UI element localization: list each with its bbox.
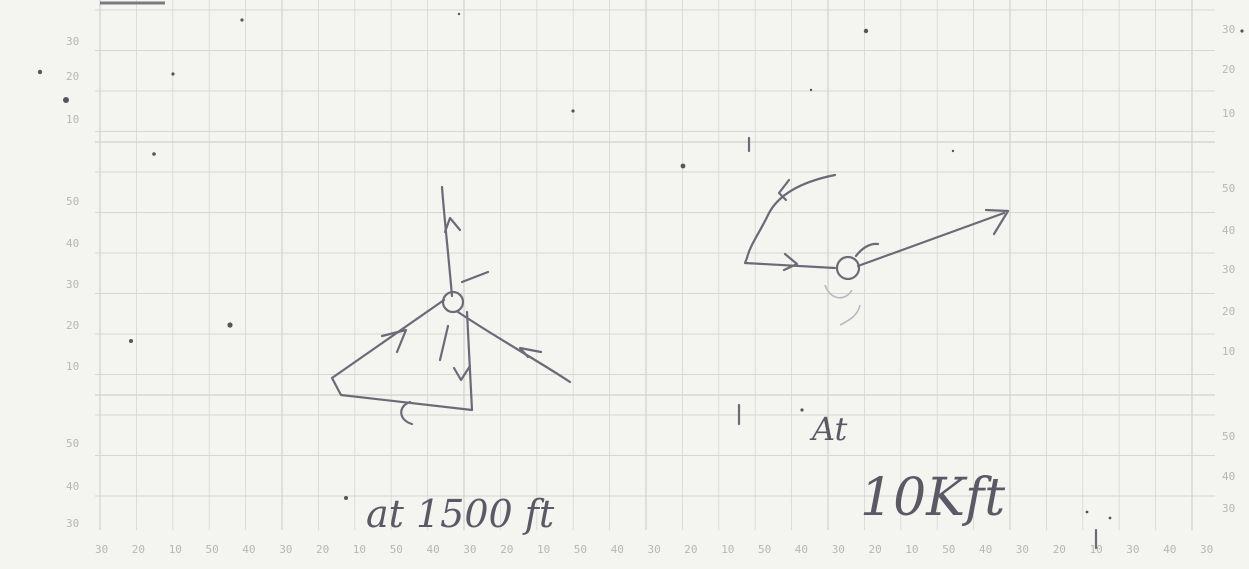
left-tick: 40 <box>66 480 79 493</box>
left-tick: 50 <box>66 195 79 208</box>
flow-arrow-icon <box>518 346 543 359</box>
bottom-tick: 30 <box>1200 543 1213 556</box>
bottom-tick: 40 <box>242 543 255 556</box>
bottom-tick: 40 <box>1163 543 1176 556</box>
bottom-tick: 40 <box>795 543 808 556</box>
bottom-tick: 20 <box>1053 543 1066 556</box>
bottom-tick: 30 <box>648 543 661 556</box>
bottom-tick: 20 <box>316 543 329 556</box>
right-tick: 20 <box>1222 305 1235 318</box>
center-circle-icon <box>835 255 861 281</box>
left-tick: 20 <box>66 70 79 83</box>
right-tick: 10 <box>1222 345 1235 358</box>
left-tick: 10 <box>66 113 79 126</box>
left-axis-ticks: 30 20 10 50 40 30 20 10 50 40 30 <box>66 35 79 530</box>
right-tick: 40 <box>1222 470 1235 483</box>
bottom-tick: 10 <box>721 543 734 556</box>
bottom-tick: 50 <box>942 543 955 556</box>
curve-arrow-icon <box>777 178 791 202</box>
north-flow-line <box>440 185 454 298</box>
bottom-tick: 10 <box>169 543 182 556</box>
bottom-tick: 20 <box>869 543 882 556</box>
left-tick: 40 <box>66 237 79 250</box>
bottom-tick: 20 <box>684 543 697 556</box>
loop-arrow-icon <box>380 328 408 354</box>
bottom-tick: 50 <box>758 543 771 556</box>
bottom-tick: 10 <box>537 543 550 556</box>
high-altitude-label-line2: 10Kft <box>860 468 1005 528</box>
bottom-tick: 30 <box>832 543 845 556</box>
grid-lines <box>95 0 1215 530</box>
high-altitude-label-line1: At <box>809 410 848 448</box>
bottom-tick: 10 <box>1090 543 1103 556</box>
tick-mark <box>460 270 490 284</box>
bottom-tick: 30 <box>463 543 476 556</box>
right-axis-ticks: 30 20 10 50 40 30 20 10 50 40 30 <box>1222 23 1235 515</box>
bottom-tick: 30 <box>95 543 108 556</box>
bottom-axis-ticks: 30 20 10 50 40 30 20 10 50 40 30 20 10 50 40 30 20 10 50 40… <box>95 543 1213 556</box>
right-tick: 50 <box>1222 182 1235 195</box>
southeast-flow-line <box>456 310 572 384</box>
bottom-tick: 50 <box>390 543 403 556</box>
left-tick: 20 <box>66 319 79 332</box>
right-arrow-icon <box>782 252 799 272</box>
bottom-tick: 20 <box>132 543 145 556</box>
up-arrow-icon <box>443 216 462 234</box>
tick-mark <box>854 242 880 258</box>
left-tick: 50 <box>66 437 79 450</box>
left-tick: 30 <box>66 35 79 48</box>
bottom-tick: 50 <box>574 543 587 556</box>
bottom-tick: 40 <box>611 543 624 556</box>
bottom-tick: 40 <box>427 543 440 556</box>
right-tick: 30 <box>1222 502 1235 515</box>
erased-mark <box>839 304 861 326</box>
left-tick: 10 <box>66 360 79 373</box>
erased-mark <box>824 284 853 299</box>
loop-arrow-icon <box>400 400 414 426</box>
bottom-tick: 40 <box>979 543 992 556</box>
southwest-loop <box>330 298 474 412</box>
bottom-tick: 10 <box>905 543 918 556</box>
bottom-tick: 20 <box>500 543 513 556</box>
right-tick: 10 <box>1222 107 1235 120</box>
down-arrow-icon <box>452 364 472 382</box>
tick-mark <box>438 324 450 362</box>
low-altitude-label: at 1500 ft <box>366 492 555 536</box>
low-altitude-wind-sketch <box>330 185 572 426</box>
right-tick: 40 <box>1222 224 1235 237</box>
bottom-tick: 30 <box>1016 543 1029 556</box>
right-tick: 50 <box>1222 430 1235 443</box>
left-tick: 30 <box>66 517 79 530</box>
bottom-tick: 30 <box>279 543 292 556</box>
high-altitude-wind-sketch <box>743 173 1010 326</box>
bottom-tick: 10 <box>353 543 366 556</box>
outflow-line <box>856 211 1006 268</box>
right-tick: 20 <box>1222 63 1235 76</box>
left-tick: 30 <box>66 278 79 291</box>
paper-specks <box>37 12 1244 520</box>
curved-flow-line <box>743 173 837 270</box>
bottom-tick: 30 <box>1126 543 1139 556</box>
bottom-tick: 50 <box>206 543 219 556</box>
outflow-arrow-icon <box>984 208 1010 236</box>
right-tick: 30 <box>1222 23 1235 36</box>
right-tick: 30 <box>1222 263 1235 276</box>
